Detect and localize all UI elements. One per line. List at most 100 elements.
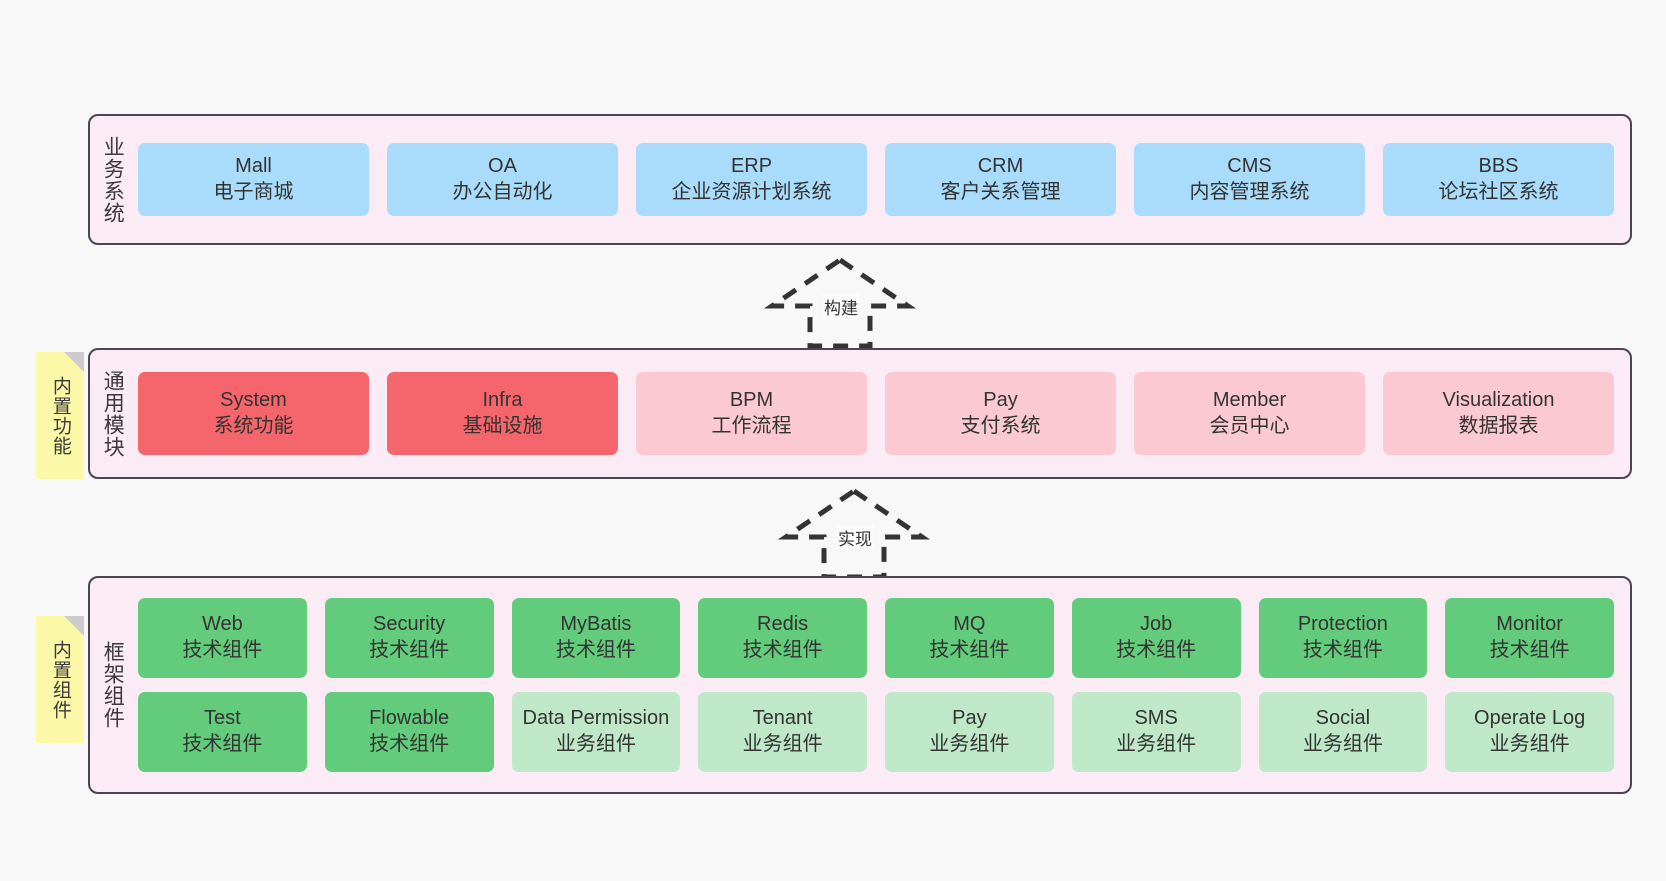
box-member-desc: 会员中心	[1209, 414, 1290, 437]
box-member-name: Member	[1212, 388, 1287, 411]
layer-business-systems: 业务系统 Mall 电子商城 OA 办公自动化 ERP 企业资源计划系统 CRM…	[88, 114, 1632, 245]
box-social-desc: 业务组件	[1302, 733, 1383, 755]
layer-title-business: 业务系统	[101, 135, 125, 224]
box-system[interactable]: System 系统功能	[138, 372, 369, 455]
box-infra[interactable]: Infra 基础设施	[387, 372, 618, 455]
connector-implement-label: 实现	[836, 525, 874, 550]
box-oa-desc: 办公自动化	[452, 180, 553, 203]
box-job-name: Job	[1140, 613, 1173, 636]
box-flowable-name: Flowable	[369, 707, 450, 730]
box-mq[interactable]: MQ 技术组件	[885, 598, 1054, 678]
box-pay-component[interactable]: Pay 业务组件	[885, 692, 1054, 772]
layer-framework-components: 框架组件 Web 技术组件 Security 技术组件 MyBatis 技术组件…	[88, 576, 1632, 794]
box-sms[interactable]: SMS 业务组件	[1071, 692, 1241, 772]
note-builtin-components-label: 内置组件	[49, 639, 71, 720]
box-pay-module-desc: 支付系统	[960, 414, 1041, 437]
box-infra-desc: 基础设施	[462, 414, 543, 437]
row-common-1: System 系统功能 Infra 基础设施 BPM 工作流程 Pay 支付系统…	[138, 372, 1614, 455]
box-data-permission[interactable]: Data Permission 业务组件	[511, 692, 681, 772]
box-pay-module-name: Pay	[983, 388, 1018, 411]
note-builtin-components: 内置组件	[36, 616, 84, 743]
box-mall[interactable]: Mall 电子商城	[138, 143, 369, 216]
box-security-name: Security	[373, 613, 446, 636]
box-tenant-name: Tenant	[752, 707, 813, 730]
box-operate-log[interactable]: Operate Log 业务组件	[1445, 692, 1614, 772]
box-mybatis-name: MyBatis	[560, 613, 632, 636]
box-system-desc: 系统功能	[213, 414, 294, 437]
box-member[interactable]: Member 会员中心	[1134, 372, 1365, 455]
box-job-desc: 技术组件	[1116, 639, 1197, 661]
connector-build-label: 构建	[822, 294, 860, 319]
box-sms-name: SMS	[1134, 707, 1178, 730]
box-redis-desc: 技术组件	[742, 639, 823, 661]
box-pay-module[interactable]: Pay 支付系统	[885, 372, 1116, 455]
box-data-permission-name: Data Permission	[522, 707, 670, 730]
box-job[interactable]: Job 技术组件	[1071, 598, 1241, 678]
box-security-desc: 技术组件	[369, 639, 450, 661]
box-bpm-desc: 工作流程	[711, 414, 792, 437]
box-monitor[interactable]: Monitor 技术组件	[1445, 598, 1614, 678]
box-web-name: Web	[201, 613, 243, 636]
box-bpm[interactable]: BPM 工作流程	[636, 372, 867, 455]
box-tenant[interactable]: Tenant 业务组件	[698, 692, 867, 772]
note-builtin-functions: 内置功能	[36, 352, 84, 479]
box-pay-component-desc: 业务组件	[929, 733, 1010, 755]
box-cms-desc: 内容管理系统	[1189, 180, 1310, 203]
layer-body-common: System 系统功能 Infra 基础设施 BPM 工作流程 Pay 支付系统…	[134, 350, 1630, 477]
box-test[interactable]: Test 技术组件	[138, 692, 307, 772]
box-visualization-desc: 数据报表	[1458, 414, 1539, 437]
box-protection[interactable]: Protection 技术组件	[1258, 598, 1428, 678]
box-sms-desc: 业务组件	[1116, 733, 1197, 755]
row-business-1: Mall 电子商城 OA 办公自动化 ERP 企业资源计划系统 CRM 客户关系…	[138, 143, 1614, 216]
layer-title-framework: 框架组件	[101, 641, 125, 729]
box-erp[interactable]: ERP 企业资源计划系统	[636, 143, 867, 216]
box-bbs[interactable]: BBS 论坛社区系统	[1383, 143, 1614, 216]
box-visualization[interactable]: Visualization 数据报表	[1383, 372, 1614, 455]
box-tenant-desc: 业务组件	[742, 733, 823, 755]
box-protection-name: Protection	[1297, 613, 1388, 636]
box-oa[interactable]: OA 办公自动化	[387, 143, 618, 216]
box-crm[interactable]: CRM 客户关系管理	[885, 143, 1116, 216]
box-mall-name: Mall	[235, 154, 272, 177]
box-flowable[interactable]: Flowable 技术组件	[324, 692, 494, 772]
box-test-desc: 技术组件	[182, 733, 263, 755]
box-cms[interactable]: CMS 内容管理系统	[1134, 143, 1365, 216]
box-mq-desc: 技术组件	[929, 639, 1010, 661]
box-mybatis[interactable]: MyBatis 技术组件	[511, 598, 681, 678]
box-visualization-name: Visualization	[1442, 388, 1555, 411]
layer-common-modules: 通用模块 System 系统功能 Infra 基础设施 BPM 工作流程 Pay…	[88, 348, 1632, 479]
box-bbs-desc: 论坛社区系统	[1438, 180, 1559, 203]
box-monitor-desc: 技术组件	[1489, 639, 1570, 661]
box-web[interactable]: Web 技术组件	[138, 598, 307, 678]
box-pay-component-name: Pay	[952, 707, 987, 730]
box-redis[interactable]: Redis 技术组件	[698, 598, 867, 678]
box-mybatis-desc: 技术组件	[555, 639, 636, 661]
box-erp-desc: 企业资源计划系统	[671, 180, 832, 203]
connector-implement: 实现	[774, 485, 934, 581]
connector-build: 构建	[760, 254, 920, 350]
box-infra-name: Infra	[482, 388, 523, 411]
box-social[interactable]: Social 业务组件	[1258, 692, 1428, 772]
box-security[interactable]: Security 技术组件	[324, 598, 494, 678]
box-bbs-name: BBS	[1478, 154, 1519, 177]
box-crm-desc: 客户关系管理	[940, 180, 1061, 203]
box-data-permission-desc: 业务组件	[555, 733, 636, 755]
box-web-desc: 技术组件	[182, 639, 263, 661]
box-flowable-desc: 技术组件	[369, 733, 450, 755]
note-builtin-functions-label: 内置功能	[49, 375, 71, 456]
layer-title-common: 通用模块	[101, 369, 125, 458]
box-crm-name: CRM	[977, 154, 1024, 177]
dashed-arrow-up-icon	[763, 256, 917, 349]
box-system-name: System	[220, 388, 287, 411]
layer-body-business: Mall 电子商城 OA 办公自动化 ERP 企业资源计划系统 CRM 客户关系…	[134, 116, 1630, 243]
box-mall-desc: 电子商城	[213, 180, 294, 203]
row-framework-2: Test 技术组件 Flowable 技术组件 Data Permission …	[138, 692, 1614, 772]
box-redis-name: Redis	[757, 613, 809, 636]
box-bpm-name: BPM	[729, 388, 774, 411]
box-cms-name: CMS	[1227, 154, 1272, 177]
box-social-name: Social	[1315, 707, 1371, 730]
box-protection-desc: 技术组件	[1302, 639, 1383, 661]
box-oa-name: OA	[488, 154, 517, 177]
box-operate-log-desc: 业务组件	[1489, 733, 1570, 755]
